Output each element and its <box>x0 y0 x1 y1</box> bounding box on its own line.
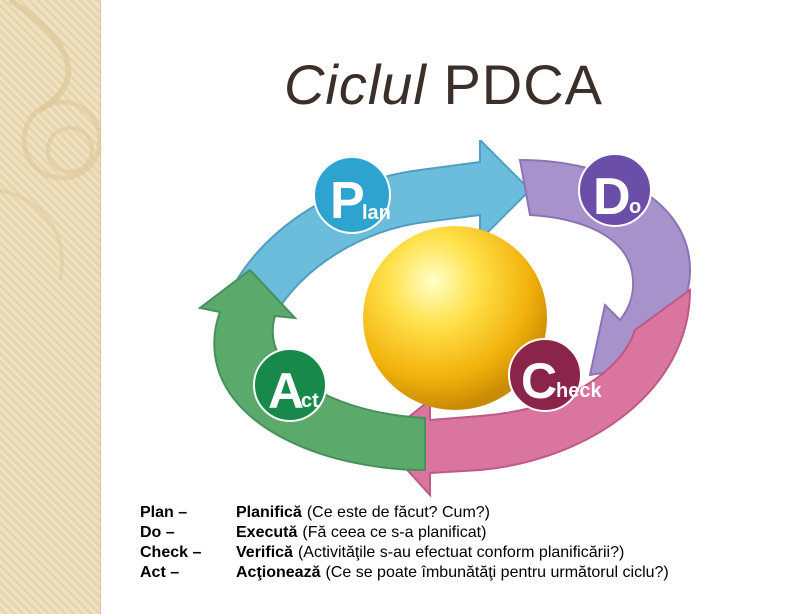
plan-badge: P lan <box>313 156 391 234</box>
act-cap-letter: A <box>268 363 304 419</box>
legend-term: Plan – <box>140 504 188 521</box>
title-italic-part: Ciclul <box>283 53 427 116</box>
legend-term: Do – <box>140 524 175 541</box>
check-cap-letter: C <box>521 353 557 409</box>
legend-description: (Ce este de făcut? Cum?) <box>306 504 491 521</box>
legend-verb: Acţionează <box>236 564 321 581</box>
act-badge: A ct <box>253 348 327 422</box>
legend-row-plan: Plan – Planifică (Ce este de făcut? Cum?… <box>140 503 780 523</box>
plan-cap-letter: P <box>330 172 365 230</box>
pdca-legend: Plan – Planifică (Ce este de făcut? Cum?… <box>140 503 780 583</box>
legend-description: (Ce se poate îmbunătăţi pentru următorul… <box>325 564 669 581</box>
plan-arrow <box>218 140 532 316</box>
legend-term: Act – <box>140 564 180 581</box>
act-rest-letters: ct <box>301 390 319 412</box>
do-badge: D o <box>578 153 652 227</box>
center-sphere <box>363 226 547 410</box>
decorative-sidebar <box>0 0 101 614</box>
legend-verb: Execută <box>236 524 298 541</box>
legend-verb: Verifică <box>236 544 293 561</box>
legend-row-act: Act – Acţionează (Ce se poate îmbunătăţi… <box>140 563 780 583</box>
title-main-part: PDCA <box>443 53 604 116</box>
legend-row-check: Check – Verifică (Activităţile s-au efec… <box>140 543 780 563</box>
pdca-cycle-diagram: P lan D o C heck A ct <box>197 140 692 498</box>
sidebar-swirl-ornament <box>0 0 100 281</box>
legend-description: (Fă ceea ce s-a planificat) <box>302 524 487 541</box>
legend-term: Check – <box>140 544 202 561</box>
do-cap-letter: D <box>593 168 631 226</box>
plan-rest-letters: lan <box>362 202 391 224</box>
legend-row-do: Do – Execută (Fă ceea ce s-a planificat) <box>140 523 780 543</box>
check-badge: C heck <box>508 338 602 412</box>
legend-description: (Activităţile s-au efectuat conform plan… <box>297 544 625 561</box>
legend-verb: Planifică <box>236 504 302 521</box>
check-arrow <box>378 288 692 498</box>
do-rest-letters: o <box>629 196 641 218</box>
check-rest-letters: heck <box>556 380 602 402</box>
slide-title: Ciclul PDCA <box>100 52 787 117</box>
